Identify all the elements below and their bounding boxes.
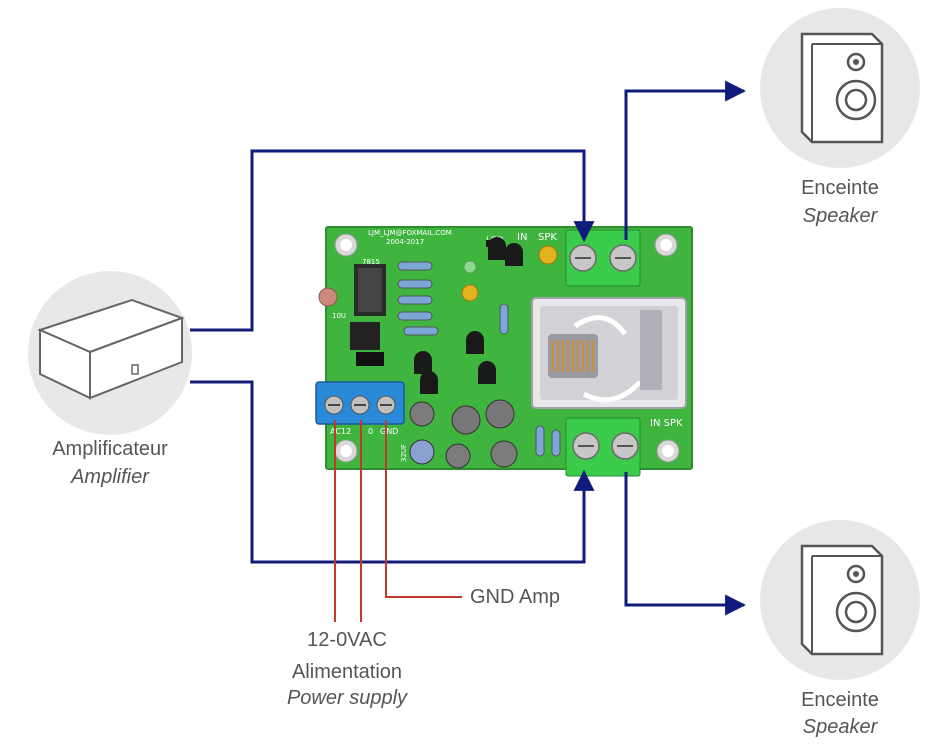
- power-terminal: [315, 381, 405, 425]
- board-years: 2004-2017: [386, 238, 424, 246]
- speaker-top-label-fr: Enceinte: [801, 177, 879, 199]
- board-in-label: IN: [517, 232, 527, 243]
- amplifier-label-en: Amplifier: [71, 466, 149, 488]
- amplifier-icon: [28, 271, 192, 435]
- board-email: LJM_LJM@FOXMAIL.COM: [368, 229, 452, 237]
- board-spk-label: SPK: [538, 232, 557, 243]
- board-in-spk-label: IN SPK: [650, 418, 683, 429]
- amplifier-label-fr: Amplificateur: [52, 438, 168, 460]
- board-cap-label: 10U: [332, 312, 346, 320]
- speaker-top-label-en: Speaker: [802, 205, 878, 227]
- terminal-pin-gnd: GND: [380, 427, 398, 436]
- speaker-bottom-label-fr: Enceinte: [801, 689, 879, 711]
- wire-gnd: [385, 420, 462, 598]
- terminal-pin-0: 0: [368, 427, 373, 436]
- board-reg-label: 7815: [362, 258, 380, 266]
- wire-board-to-speaker-top: [624, 80, 747, 240]
- speaker-bottom-label-en: Speaker: [802, 716, 878, 738]
- supply-label-fr: Alimentation: [291, 661, 403, 683]
- spk-terminal-bottom: [565, 417, 641, 477]
- wire-amp-to-spk-bottom: [190, 380, 595, 564]
- wire-board-to-speaker-bottom: [624, 472, 747, 616]
- supply-label-en: Power supply: [286, 687, 408, 709]
- spk-terminal-top: [565, 229, 641, 287]
- board-cap-small-label: 32UF: [400, 444, 408, 462]
- gnd-amp-label: GND Amp: [470, 586, 561, 608]
- terminal-pin-ac12: AC12: [330, 427, 351, 436]
- speaker-top-icon: [760, 8, 920, 168]
- speaker-bottom-icon: [760, 520, 920, 680]
- pcb-board: LJM_LJM@FOXMAIL.COM 2004-2017 LED IN SPK…: [315, 226, 693, 477]
- supply-voltage-label: 12-0VAC: [307, 629, 387, 651]
- wire-amp-to-spk-top: [190, 149, 595, 332]
